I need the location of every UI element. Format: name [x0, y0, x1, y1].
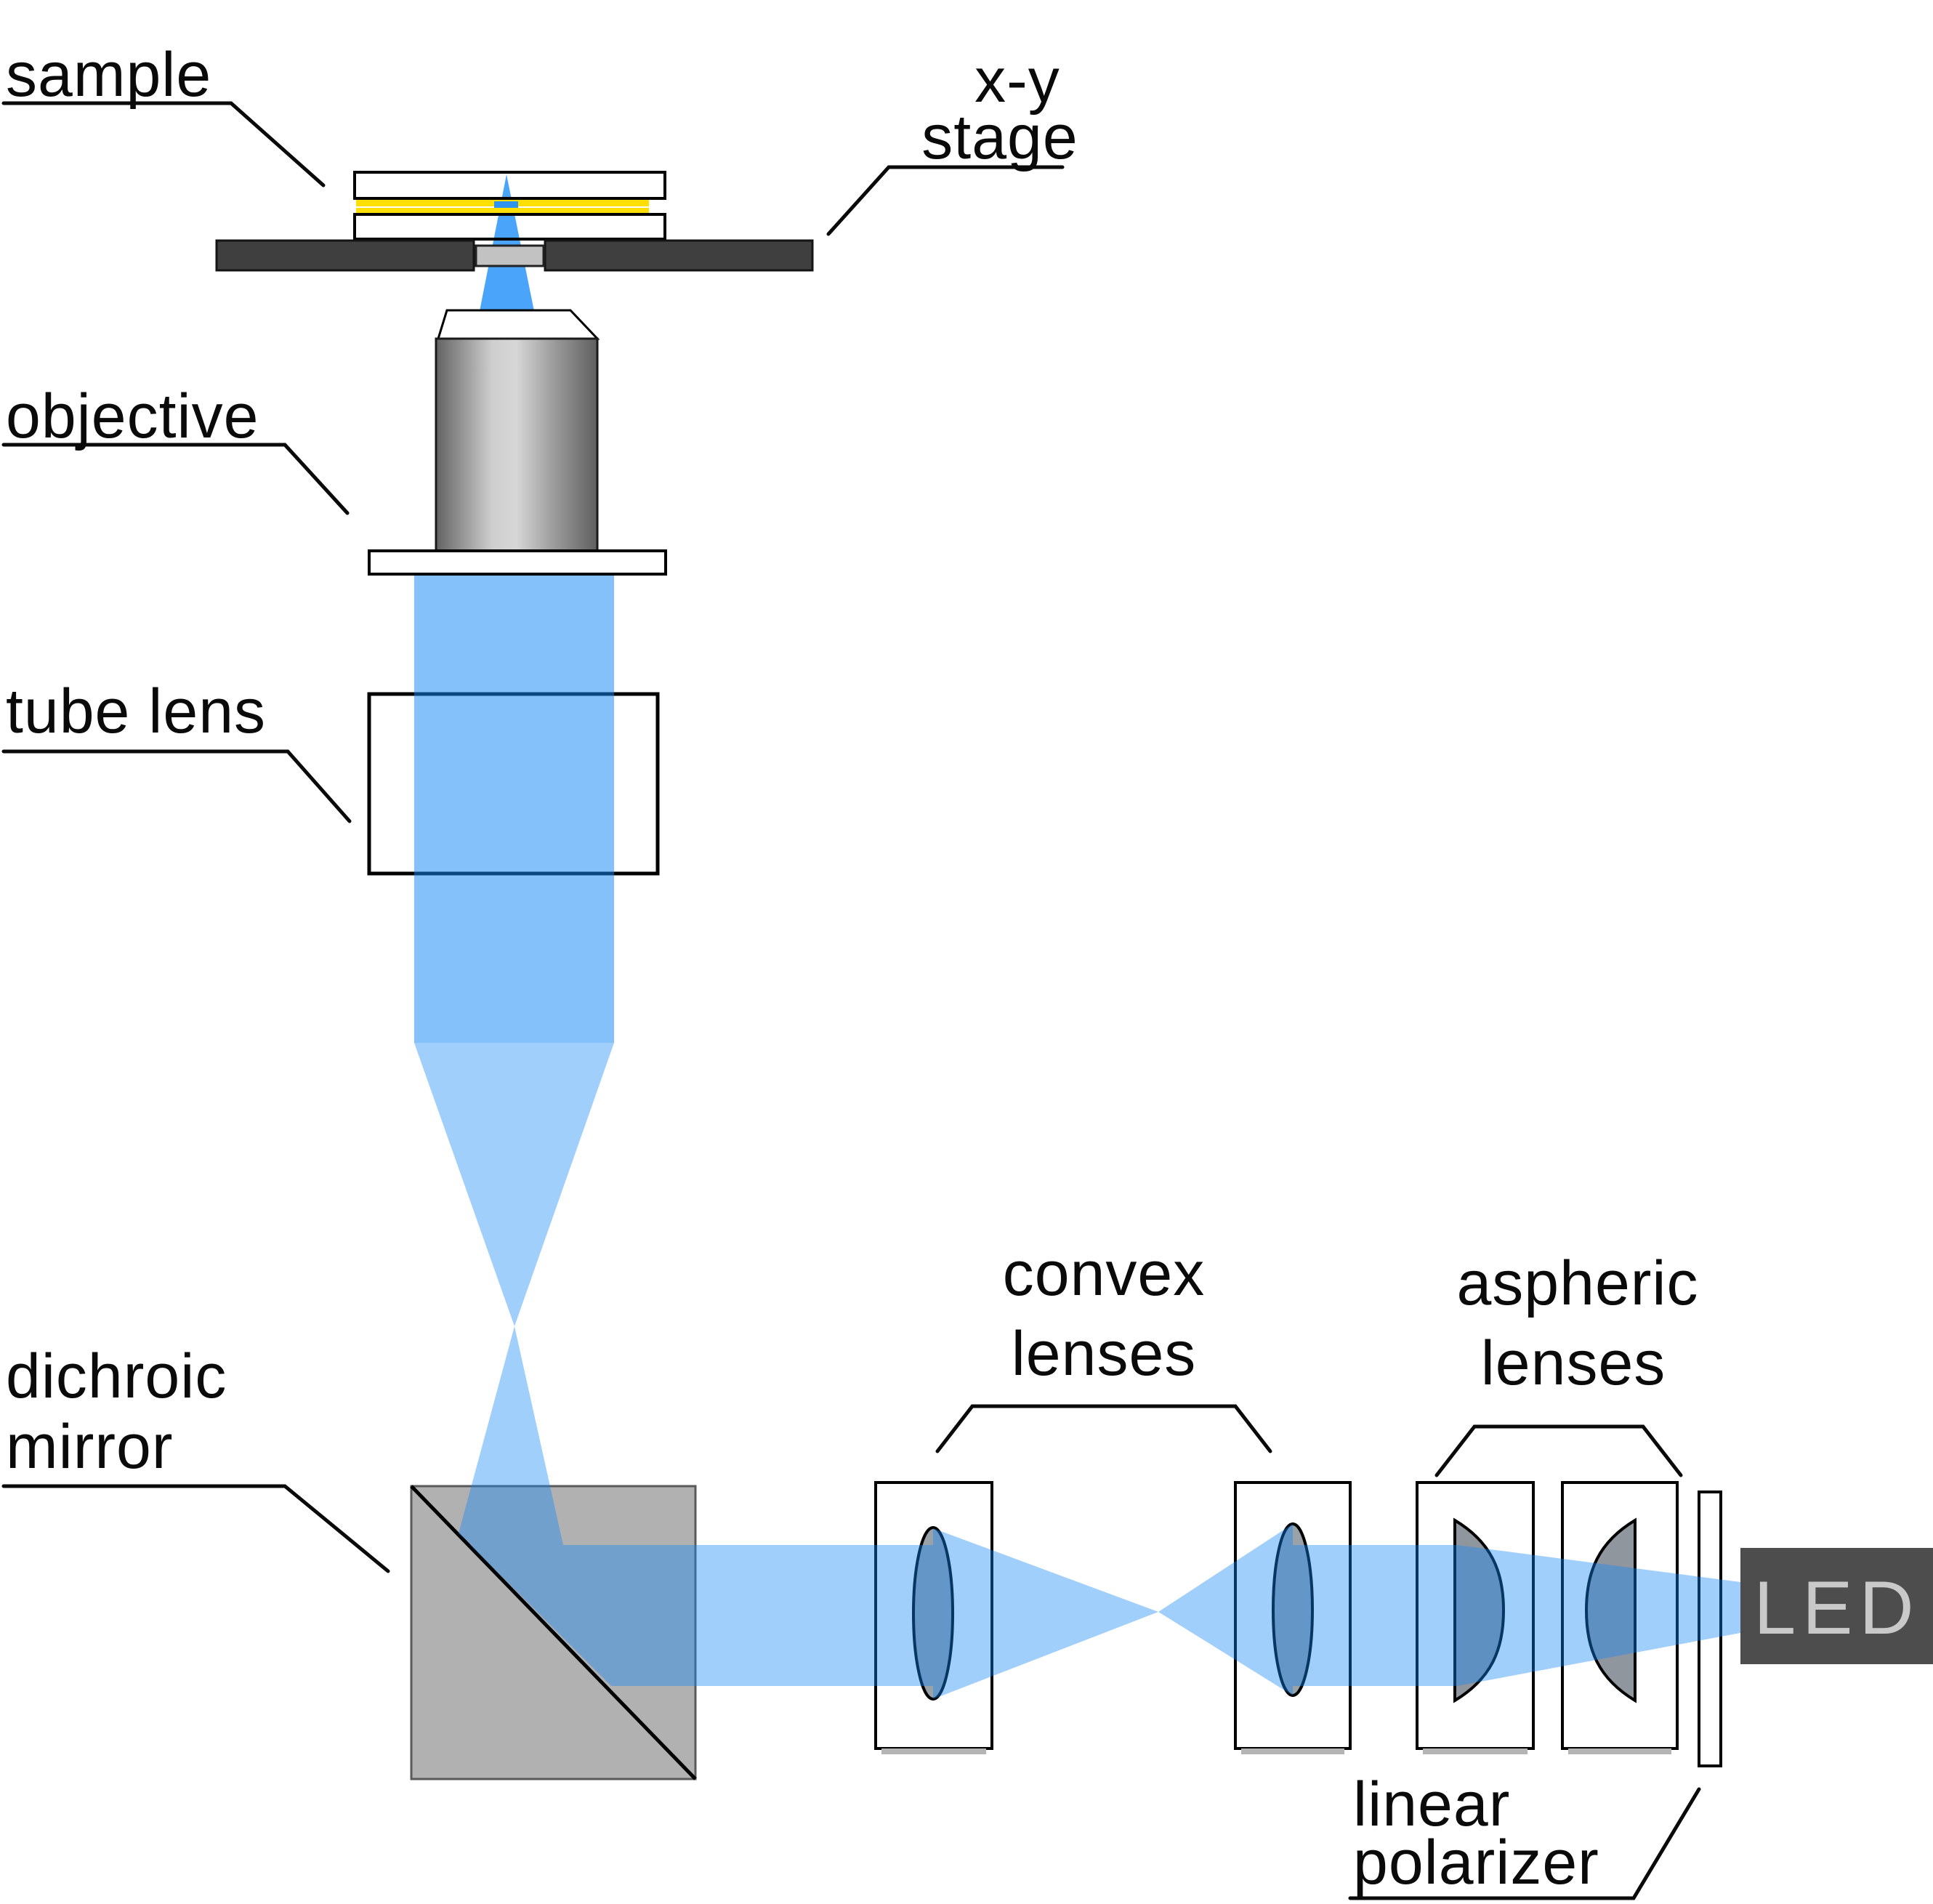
beam-hourglass-left	[933, 1528, 1158, 1699]
linear-polarizer-strip	[1698, 1490, 1722, 1767]
label-dichroic-mirror: dichroic mirror	[1, 1342, 390, 1573]
label-xy-stage: x-y stage	[826, 46, 1078, 236]
objective-label-text: objective	[6, 382, 259, 451]
convex-label-line2: lenses	[1012, 1319, 1197, 1389]
label-sample: sample	[1, 40, 326, 187]
xy-stage-bar-left	[215, 239, 475, 272]
dichroic-label-line2: mirror	[6, 1412, 174, 1482]
polarizer-leader-line	[1348, 1787, 1701, 1900]
beam-horizontal-band-mirror-side	[470, 1545, 933, 1686]
polarizer-label-line1: linear	[1353, 1770, 1510, 1839]
convex-bracket-line	[935, 1404, 1272, 1453]
beam-cone-into-mirror	[459, 1326, 563, 1545]
convex-lens-2-mount-shadow	[1241, 1748, 1344, 1754]
aspheric-lens-2-mount-shadow	[1568, 1748, 1671, 1754]
xy-stage-label-line2: stage	[921, 102, 1078, 172]
xy-stage-bar-right	[544, 239, 814, 272]
label-linear-polarizer: linear polarizer	[1348, 1770, 1701, 1900]
label-objective: objective	[1, 382, 350, 515]
tube-lens-label-text: tube lens	[6, 677, 266, 746]
label-convex-lenses: convex lenses	[935, 1239, 1272, 1453]
dichroic-label-line1: dichroic	[6, 1342, 227, 1411]
sample-bottom-plate	[353, 213, 666, 241]
aspheric-bracket-line	[1434, 1424, 1683, 1477]
polarizer-label-line2: polarizer	[1353, 1828, 1599, 1897]
xy-stage-leader-line	[826, 165, 1065, 236]
led-label: LED	[1754, 1566, 1920, 1650]
xy-stage-insert-block	[475, 244, 545, 267]
aspheric-lens-1-mount-shadow	[1423, 1748, 1528, 1754]
convex-label-line1: convex	[1003, 1239, 1206, 1309]
sample-top-plate	[353, 171, 666, 200]
objective-cap	[436, 309, 600, 340]
aspheric-lens-1-element	[1453, 1517, 1506, 1703]
label-aspheric-lenses: aspheric lenses	[1434, 1249, 1698, 1477]
convex-lens-1-element	[912, 1526, 954, 1701]
sample-leader-line	[1, 101, 326, 187]
convex-lens-1-mount-shadow	[881, 1748, 986, 1754]
beam-hourglass-right	[1158, 1524, 1293, 1695]
beam-collimated-band-vertical	[414, 574, 614, 1043]
objective-flange	[368, 549, 667, 576]
aspheric-lens-2-element	[1584, 1517, 1637, 1703]
beam-sample-cone	[480, 174, 534, 311]
dichroic-mirror-diagonal	[410, 1485, 697, 1780]
beam-cone-converging	[414, 1043, 614, 1326]
label-tube-lens: tube lens	[1, 677, 352, 823]
xy-stage-label-line1: x-y	[974, 46, 1060, 116]
aspheric-label-line2: lenses	[1481, 1328, 1666, 1398]
sample-yellow-layer-bottom	[356, 208, 649, 214]
convex-lens-2-element	[1272, 1522, 1314, 1697]
beam-band-to-led	[1293, 1545, 1740, 1686]
tube-lens-leader-line	[1, 749, 352, 823]
dichroic-leader-line	[1, 1484, 390, 1573]
objective-leader-line	[1, 443, 350, 515]
sample-label-text: sample	[6, 40, 211, 110]
objective-body	[435, 337, 599, 552]
led-box	[1740, 1548, 1933, 1664]
aspheric-label-line1: aspheric	[1456, 1249, 1698, 1318]
